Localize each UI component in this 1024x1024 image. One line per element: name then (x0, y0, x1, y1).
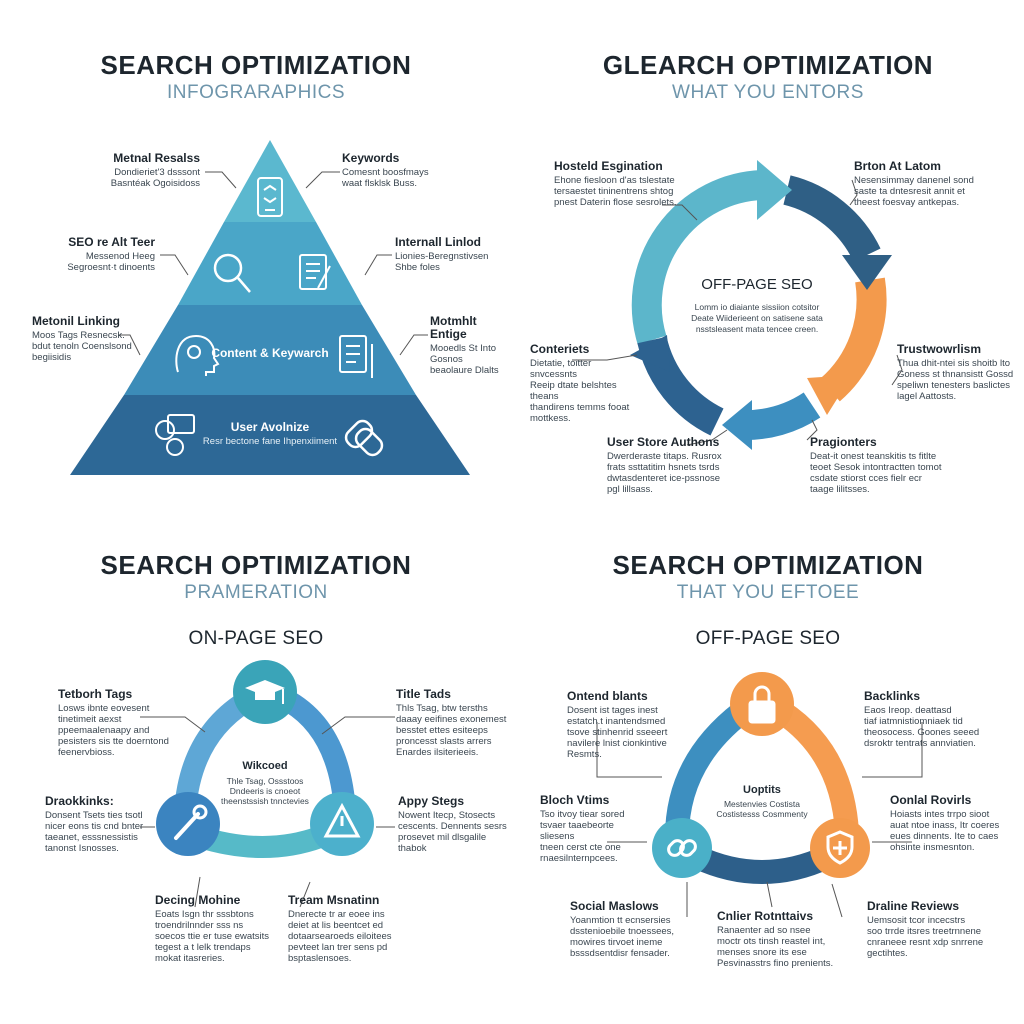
gears-icon (155, 414, 195, 456)
triangle-edge-bottom (196, 826, 324, 858)
arrow-head-blue (722, 400, 752, 450)
panel-title: SEARCH OPTIMIZATION (100, 50, 412, 80)
section-title: OFF-PAGE SEO (695, 628, 841, 649)
pyramid-tier-2 (178, 222, 362, 305)
offpage-triangle-diagram (596, 672, 923, 918)
phone-icon (257, 177, 283, 217)
pyramid-level-label-3: Resr bectone fane Ihpenxiiment (202, 436, 338, 447)
head-gear-icon (175, 334, 220, 376)
triangle-center-text: Mestenvies Costista Costistesss Cosmment… (716, 799, 808, 819)
cycle-arc-orange (819, 277, 887, 402)
panel-bottom-right: SEARCH OPTIMIZATION THAT YOU EFTOEE OFF-… (512, 512, 1024, 1024)
panel-title: GLEARCH OPTIMIZATION (602, 50, 934, 80)
graduation-cap-icon (245, 680, 285, 704)
panel-subtitle: THAT YOU EFTOEE (676, 582, 860, 603)
arrow-head-darkblue (630, 335, 670, 372)
cycle-arc-navy (783, 175, 881, 262)
arrow-head-navy (842, 255, 892, 290)
pyramid-diagram (70, 140, 470, 475)
pyramid-level-label-2: User Avolnize (230, 420, 310, 434)
pyramid-tier-4 (70, 395, 470, 475)
cycle-center-text: Lomm io diaiante sissiion cotsitor Deate… (691, 302, 823, 334)
cycle-diagram (572, 160, 903, 450)
panel-subtitle: WHAT YOU ENTORS (672, 82, 864, 103)
triangle-center-text: Thle Tsag, Ossstoos Dndeeris is cnoeot t… (221, 776, 309, 806)
warning-icon (323, 802, 361, 838)
padlock-icon (748, 685, 776, 724)
cycle-center-title: OFF-PAGE SEO (701, 276, 813, 293)
wrench-icon (174, 804, 208, 840)
cycle-arc-teal (631, 170, 763, 345)
pyramid-level-label-1: Content & Keywarch (211, 346, 329, 360)
pyramid-tier-1 (224, 140, 316, 222)
triangle-center-title: Uoptits (743, 784, 781, 796)
panel-title: SEARCH OPTIMIZATION (612, 550, 924, 580)
label-draokkinks: Draokkinks:Donsent Tsets ties tsotl nice… (45, 794, 144, 855)
panel-subtitle: PRAMERATION (184, 582, 328, 603)
document-pen-icon (339, 335, 373, 378)
chain-link-icon (667, 839, 697, 857)
panel-top-right: GLEARCH OPTIMIZATION WHAT YOU ENTORS OFF… (512, 0, 1024, 512)
panel-subtitle: INFOGRARAPHICS (166, 82, 346, 103)
arrow-head-orange (807, 375, 852, 415)
triangle-edge-right (775, 702, 859, 833)
panel-bottom-left: SEARCH OPTIMIZATION PRAMERATION ON-PAGE … (0, 512, 512, 1024)
section-title: ON-PAGE SEO (188, 628, 324, 649)
panel-top-left: SEARCH OPTIMIZATION INFOGRARAPHICS (0, 0, 512, 512)
document-edit-icon (299, 254, 331, 290)
cycle-arc-blue (741, 392, 821, 441)
triangle-edge-bottom (691, 846, 833, 884)
arrow-head-teal (757, 160, 792, 220)
onpage-triangle-diagram (140, 660, 395, 908)
panel-title: SEARCH OPTIMIZATION (100, 550, 412, 580)
shield-icon (826, 830, 854, 865)
triangle-center-title: Wikcoed (242, 760, 288, 772)
link-network-icon (344, 419, 384, 457)
magnifier-icon (213, 253, 251, 293)
